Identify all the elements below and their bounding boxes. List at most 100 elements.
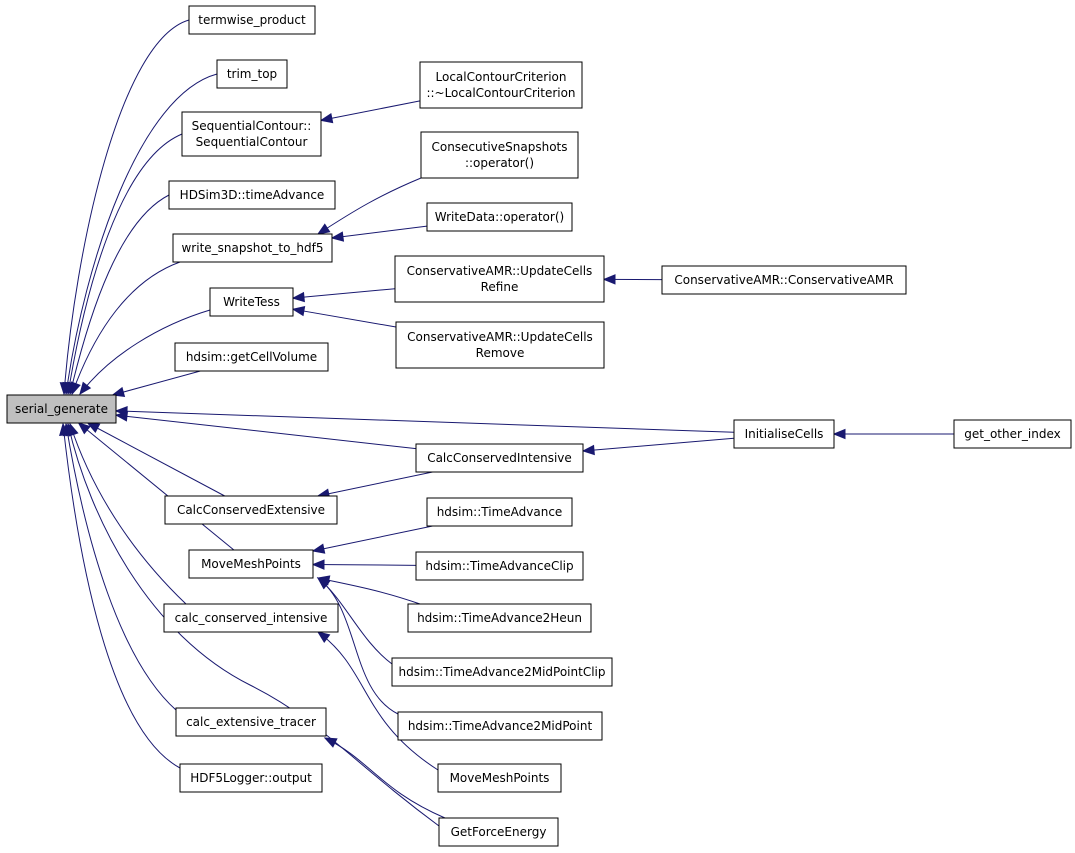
edge-initialisecells-to-serial_generate bbox=[115, 410, 735, 433]
node-get-other-index[interactable]: get_other_index bbox=[953, 419, 1072, 449]
edge-getcellvolume-to-serial_generate-arrowhead bbox=[111, 386, 126, 398]
node-box bbox=[216, 59, 288, 89]
node-calc-cons-int[interactable]: calc_conserved_intensive bbox=[163, 603, 339, 633]
edge-getforceenergy-to-serial_generate-arrowhead bbox=[65, 422, 76, 437]
node-hdsim3d[interactable]: HDSim3D::timeAdvance bbox=[168, 180, 336, 210]
node-box bbox=[415, 551, 584, 581]
node-calcconsint[interactable]: CalcConservedIntensive bbox=[415, 443, 584, 473]
node-box bbox=[188, 5, 316, 35]
edge-calcconsint-to-calcconsext bbox=[317, 471, 433, 497]
edge-calc_ext_tracer-to-serial_generate bbox=[65, 423, 177, 711]
node-box bbox=[174, 342, 329, 372]
nodes-layer: serial_generate termwise_product trim_topS… bbox=[6, 5, 1072, 847]
edge-amr_ctor-to-amr_refine-arrowhead bbox=[602, 274, 616, 285]
node-trim-top[interactable]: trim_top bbox=[216, 59, 288, 89]
edge-writetess-to-serial_generate-arrowhead bbox=[79, 381, 92, 396]
node-localcontour[interactable]: LocalContourCriterion::~LocalContourCrit… bbox=[419, 61, 583, 109]
edge-localcontour-to-seqcontour-arrowhead bbox=[319, 112, 334, 124]
node-seqcontour[interactable]: SequentialContour::SequentialContour bbox=[181, 111, 322, 157]
node-label: SequentialContour:: bbox=[192, 119, 312, 133]
node-label: HDSim3D::timeAdvance bbox=[180, 188, 325, 202]
edge-getforceenergy-to-calc_ext_tracer-arrowhead bbox=[323, 737, 338, 748]
node-getcellvolume[interactable]: hdsim::getCellVolume bbox=[174, 342, 329, 372]
node-label: hdsim::TimeAdvance2MidPointClip bbox=[398, 665, 605, 679]
node-box bbox=[437, 763, 562, 793]
node-writetess[interactable]: WriteTess bbox=[209, 287, 294, 317]
node-label: CalcConservedExtensive bbox=[177, 503, 325, 517]
node-label: calc_conserved_intensive bbox=[175, 611, 328, 625]
edge-calcconsint-to-serial_generate-arrowhead bbox=[114, 411, 129, 422]
node-box bbox=[733, 419, 835, 449]
node-writedata[interactable]: WriteData::operator() bbox=[426, 202, 573, 232]
edge-write_snapshot-to-serial_generate-arrowhead bbox=[70, 381, 81, 396]
node-label: SequentialContour bbox=[196, 135, 308, 149]
node-label: serial_generate bbox=[15, 402, 108, 416]
node-box bbox=[181, 111, 322, 157]
node-label: Remove bbox=[476, 346, 525, 360]
node-taclip[interactable]: hdsim::TimeAdvanceClip bbox=[415, 551, 584, 581]
node-label: ::~LocalContourCriterion bbox=[426, 86, 575, 100]
edge-movemesh-to-serial_generate bbox=[78, 422, 235, 551]
edge-taclip-to-movemesh-arrowhead bbox=[311, 559, 325, 570]
node-movemesh[interactable]: MoveMeshPoints bbox=[188, 549, 314, 579]
edge-consec-to-write_snapshot-arrowhead bbox=[316, 223, 331, 235]
node-box bbox=[420, 131, 579, 179]
node-box bbox=[438, 817, 559, 847]
edge-termwise_product-to-serial_generate bbox=[63, 19, 190, 395]
node-ta[interactable]: hdsim::TimeAdvance bbox=[426, 497, 573, 527]
edge-ta-to-movemesh bbox=[312, 525, 433, 552]
edge-ta2mp-to-movemesh bbox=[317, 577, 399, 715]
edge-write_snapshot-to-serial_generate bbox=[71, 261, 181, 395]
node-calcconsext[interactable]: CalcConservedExtensive bbox=[164, 495, 338, 525]
node-label: GetForceEnergy bbox=[451, 825, 547, 839]
node-box bbox=[426, 202, 573, 232]
node-box bbox=[172, 233, 333, 263]
node-box bbox=[209, 287, 294, 317]
node-box bbox=[163, 603, 339, 633]
edge-movemesh-to-serial_generate-arrowhead bbox=[77, 422, 91, 435]
edge-amr_remove-to-writetess bbox=[292, 308, 397, 328]
node-box bbox=[391, 657, 613, 687]
node-calc-ext-tracer[interactable]: calc_extensive_tracer bbox=[175, 707, 327, 737]
node-box bbox=[407, 603, 592, 633]
node-box bbox=[179, 763, 323, 793]
node-label: get_other_index bbox=[964, 427, 1061, 441]
node-serial-generate: serial_generate bbox=[6, 394, 117, 424]
edge-trim_top-to-serial_generate bbox=[65, 73, 218, 395]
node-termwise-product[interactable]: termwise_product bbox=[188, 5, 316, 35]
node-box bbox=[188, 549, 314, 579]
node-box bbox=[175, 707, 327, 737]
edge-writedata-to-write_snapshot-arrowhead bbox=[330, 231, 345, 242]
node-label: ::operator() bbox=[465, 156, 534, 170]
node-hdf5logger[interactable]: HDF5Logger::output bbox=[179, 763, 323, 793]
node-box bbox=[419, 61, 583, 109]
node-getforceenergy[interactable]: GetForceEnergy bbox=[438, 817, 559, 847]
edge-ta2mp-to-movemesh-arrowhead bbox=[316, 577, 331, 590]
node-ta2mp[interactable]: hdsim::TimeAdvance2MidPoint bbox=[397, 711, 603, 741]
edge-consec-to-write_snapshot bbox=[317, 177, 422, 235]
node-consec[interactable]: ConsecutiveSnapshots::operator() bbox=[420, 131, 579, 179]
node-initialisecells[interactable]: InitialiseCells bbox=[733, 419, 835, 449]
node-box bbox=[395, 321, 605, 369]
node-label: MoveMeshPoints bbox=[201, 557, 301, 571]
node-label: calc_extensive_tracer bbox=[186, 715, 316, 729]
edge-amr_remove-to-writetess-arrowhead bbox=[291, 305, 306, 317]
node-label: ConservativeAMR::UpdateCells bbox=[407, 330, 593, 344]
node-label: write_snapshot_to_hdf5 bbox=[181, 241, 323, 255]
edge-seqcontour-to-serial_generate bbox=[67, 133, 183, 395]
node-ta2heun[interactable]: hdsim::TimeAdvance2Heun bbox=[407, 603, 592, 633]
node-write-snapshot[interactable]: write_snapshot_to_hdf5 bbox=[172, 233, 333, 263]
edge-writetess-to-serial_generate bbox=[79, 309, 211, 395]
node-label: hdsim::TimeAdvance2Heun bbox=[417, 611, 582, 625]
edge-getforceenergy-to-serial_generate bbox=[67, 423, 440, 827]
node-label: termwise_product bbox=[198, 13, 306, 27]
node-movemesh2[interactable]: MoveMeshPoints bbox=[437, 763, 562, 793]
node-amr-ctor[interactable]: ConservativeAMR::ConservativeAMR bbox=[661, 265, 907, 295]
edge-get_other_index-to-initialisecells-arrowhead bbox=[832, 428, 846, 440]
node-label: hdsim::TimeAdvance2MidPoint bbox=[408, 719, 593, 733]
node-ta2mpclip[interactable]: hdsim::TimeAdvance2MidPointClip bbox=[391, 657, 613, 687]
edge-ta2heun-to-movemesh bbox=[317, 577, 421, 605]
node-label: InitialiseCells bbox=[745, 427, 824, 441]
